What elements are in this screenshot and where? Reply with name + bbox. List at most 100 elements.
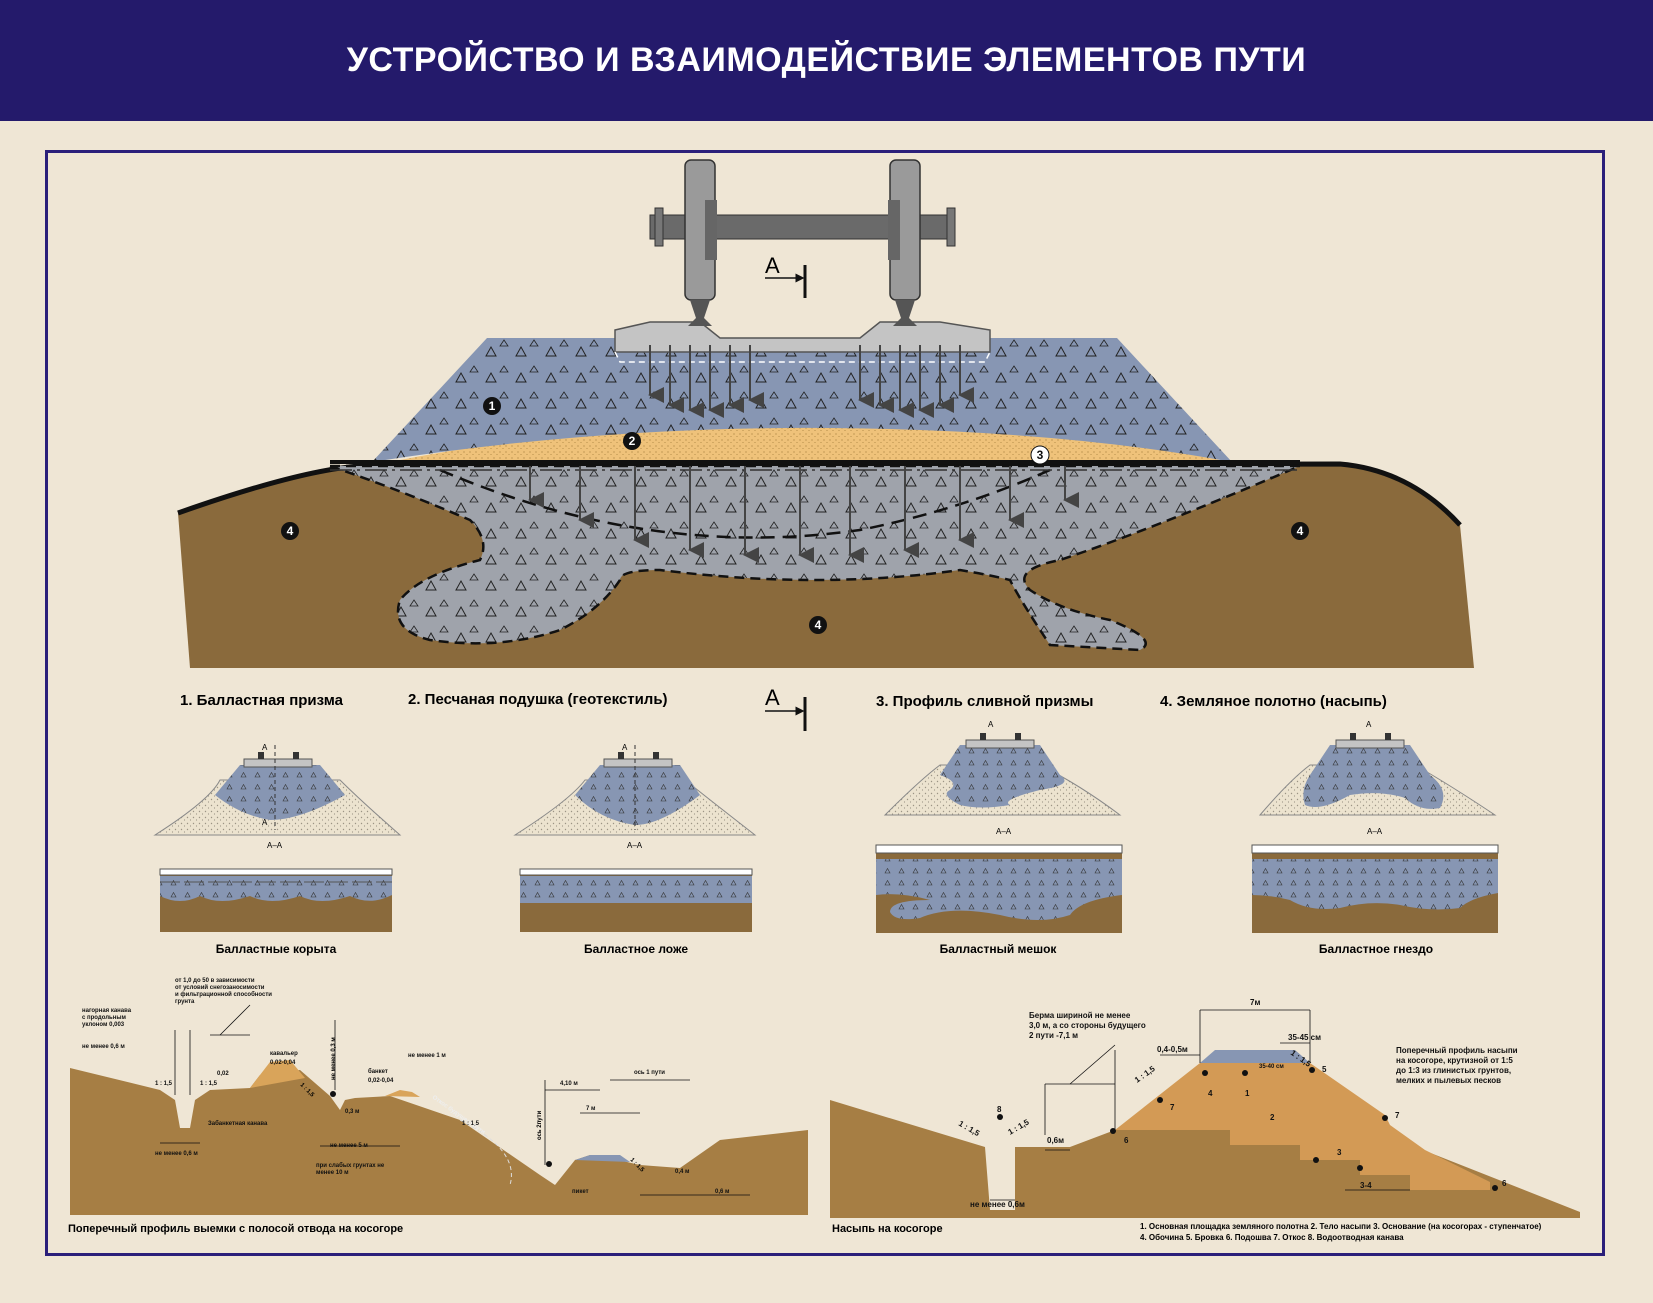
svg-text:4: 4 (1208, 1089, 1213, 1098)
svg-text:2: 2 (1270, 1113, 1275, 1122)
svg-text:35-40 см: 35-40 см (1259, 1064, 1284, 1070)
svg-text:Поперечный профиль насыпи: Поперечный профиль насыпи (1396, 1046, 1518, 1055)
svg-text:Забанкетная канава: Забанкетная канава (208, 1120, 268, 1127)
svg-text:0,4-0,5м: 0,4-0,5м (1157, 1045, 1188, 1054)
svg-text:ось 1 пути: ось 1 пути (634, 1070, 665, 1076)
section-mark-top: А (765, 253, 807, 298)
svg-text:0,6м: 0,6м (1047, 1136, 1064, 1145)
svg-text:и фильтрационной способности: и фильтрационной способности (175, 991, 272, 998)
small-diagram-nest: А А–А Балластное гнездо (1251, 720, 1499, 956)
legend-item-4: 4. Земляное полотно (насыпь) (1160, 693, 1387, 710)
svg-text:6: 6 (1502, 1179, 1507, 1188)
svg-text:пикет: пикет (572, 1189, 589, 1195)
svg-text:А: А (262, 743, 268, 752)
svg-text:не менее 0,3 м: не менее 0,3 м (331, 1037, 337, 1080)
svg-text:4: 4 (1297, 524, 1304, 538)
svg-text:4: 4 (287, 524, 294, 538)
svg-text:7 м: 7 м (586, 1106, 596, 1112)
main-cross-section: А 1 2 3 4 4 4 (177, 159, 1474, 668)
svg-text:3: 3 (1337, 1148, 1342, 1157)
svg-text:5: 5 (1322, 1065, 1327, 1074)
svg-text:мелких и пылевых песков: мелких и пылевых песков (1396, 1076, 1501, 1085)
svg-text:А: А (988, 720, 994, 729)
svg-text:1: 1 (1245, 1089, 1250, 1098)
svg-text:3-4: 3-4 (1360, 1181, 1372, 1190)
svg-text:Берма шириной не менее: Берма шириной не менее (1029, 1011, 1131, 1020)
svg-text:7: 7 (1395, 1111, 1400, 1120)
svg-text:до 1:3 из глинистых грунтов,: до 1:3 из глинистых грунтов, (1396, 1066, 1511, 1075)
svg-text:не менее 1 м: не менее 1 м (408, 1053, 446, 1059)
svg-text:0,02-0,04: 0,02-0,04 (368, 1078, 394, 1084)
caption-bag: Балластный мешок (940, 942, 1058, 956)
svg-text:2: 2 (629, 434, 636, 448)
svg-text:2 пути -7,1 м: 2 пути -7,1 м (1029, 1031, 1078, 1040)
svg-text:с продольным: с продольным (82, 1015, 126, 1021)
svg-text:6: 6 (1124, 1136, 1129, 1145)
svg-text:35-45 см: 35-45 см (1288, 1033, 1321, 1042)
svg-text:А: А (1366, 720, 1372, 729)
svg-text:1 : 1,5: 1 : 1,5 (462, 1121, 480, 1127)
svg-text:банкет: банкет (368, 1068, 388, 1075)
svg-text:менее 10 м: менее 10 м (316, 1170, 349, 1176)
svg-text:не менее 0,6м: не менее 0,6м (970, 1200, 1025, 1209)
svg-text:А: А (622, 743, 628, 752)
svg-text:8: 8 (997, 1105, 1002, 1114)
legend-item-1: 1. Балластная призма (180, 692, 344, 709)
svg-text:7м: 7м (1250, 998, 1260, 1007)
caption-nest: Балластное гнездо (1319, 942, 1433, 956)
svg-text:от 1,0 до 50 в зависимости: от 1,0 до 50 в зависимости (175, 978, 255, 984)
legend-item-2: 2. Песчаная подушка (геотекстиль) (408, 691, 668, 708)
svg-text:1: 1 (489, 399, 496, 413)
svg-text:1 : 1,5: 1 : 1,5 (155, 1081, 173, 1087)
caption-bed: Балластное ложе (584, 942, 688, 956)
svg-text:0,02-0,04: 0,02-0,04 (270, 1060, 296, 1066)
svg-text:7: 7 (1170, 1103, 1175, 1112)
svg-text:А–А: А–А (996, 827, 1012, 836)
embankment-profile: Берма шириной не менее 3,0 м, а со сторо… (830, 998, 1580, 1242)
svg-text:при слабых грунтах не: при слабых грунтах не (316, 1162, 385, 1169)
poster-frame (45, 150, 1605, 1256)
svg-text:А–А: А–А (267, 841, 283, 850)
wheelset (649, 159, 956, 326)
svg-text:нагорная канава: нагорная канава (82, 1008, 132, 1014)
svg-text:не менее 0,6 м: не менее 0,6 м (155, 1151, 198, 1157)
cut-profile: от 1,0 до 50 в зависимости от условий сн… (68, 978, 808, 1235)
legend-row: 1. Балластная призма 2. Песчаная подушка… (180, 685, 1387, 731)
sleeper (614, 321, 991, 353)
svg-text:0,02: 0,02 (217, 1071, 229, 1077)
svg-text:0,6 м: 0,6 м (715, 1189, 730, 1195)
svg-text:3,0 м, а со стороны будущего: 3,0 м, а со стороны будущего (1029, 1021, 1146, 1030)
svg-text:0,3 м: 0,3 м (345, 1109, 360, 1115)
svg-text:А: А (765, 253, 780, 278)
svg-text:1 : 1,5: 1 : 1,5 (1007, 1117, 1032, 1136)
svg-text:не менее 0,6 м: не менее 0,6 м (82, 1044, 125, 1050)
small-diagram-bag: А А–А Балластный мешок (875, 720, 1123, 956)
embankment-legend-line-2: 4. Обочина 5. Бровка 6. Подошва 7. Откос… (1140, 1233, 1404, 1242)
legend-item-3: 3. Профиль сливной призмы (876, 693, 1093, 710)
svg-text:А: А (262, 818, 268, 827)
svg-text:кавальер: кавальер (270, 1051, 298, 1057)
svg-text:3: 3 (1037, 448, 1044, 462)
svg-text:уклоном 0,003: уклоном 0,003 (82, 1022, 125, 1028)
svg-text:4,10 м: 4,10 м (560, 1081, 578, 1087)
svg-text:4: 4 (815, 618, 822, 632)
svg-text:грунта: грунта (175, 999, 195, 1005)
svg-text:А: А (765, 685, 780, 710)
main-markers: 1 2 3 4 4 4 (281, 397, 1309, 634)
svg-text:1 : 1,5: 1 : 1,5 (957, 1119, 982, 1138)
embankment-caption: Насыпь на косогоре (832, 1223, 943, 1235)
caption-troughs: Балластные корыта (216, 942, 337, 956)
page-title: УСТРОЙСТВО И ВЗАИМОДЕЙСТВИЕ ЭЛЕМЕНТОВ ПУ… (346, 41, 1307, 79)
small-diagram-bed: А А–А Балластное ложе (513, 743, 757, 956)
svg-text:А–А: А–А (1367, 827, 1383, 836)
svg-text:ось 2пути: ось 2пути (537, 1110, 543, 1140)
svg-text:на косогоре, крутизной от 1:5: на косогоре, крутизной от 1:5 (1396, 1056, 1513, 1065)
small-diagram-troughs: А А А–А Балластные корыта (153, 743, 402, 956)
svg-text:1 : 1,5: 1 : 1,5 (200, 1081, 218, 1087)
svg-text:0,4 м: 0,4 м (675, 1169, 690, 1175)
embankment-legend-line-1: 1. Основная площадка земляного полотна 2… (1140, 1222, 1542, 1231)
svg-text:от условий снегозаносимости: от условий снегозаносимости (175, 984, 265, 991)
svg-text:А–А: А–А (627, 841, 643, 850)
svg-text:1 : 1,5: 1 : 1,5 (1133, 1064, 1157, 1085)
